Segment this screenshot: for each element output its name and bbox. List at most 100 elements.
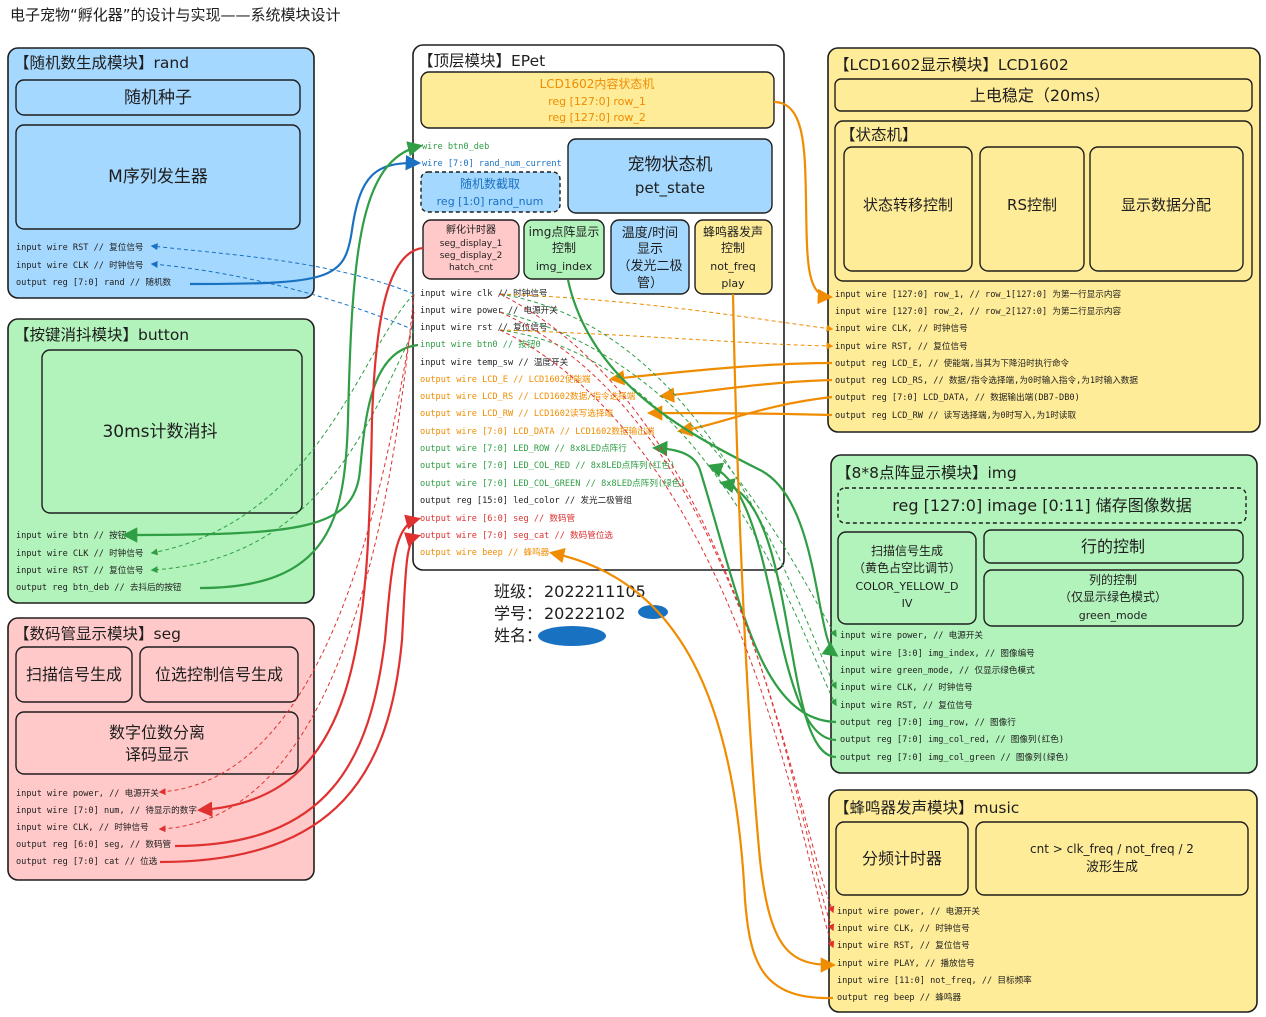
epet-port: input wire btn0 // 按钮0 bbox=[420, 338, 541, 350]
img-port: input wire [3:0] img_index, // 图像编号 bbox=[840, 647, 1035, 659]
epet-port: input wire rst // 复位信号 bbox=[420, 321, 548, 333]
epet-port: input wire temp_sw // 温度开关 bbox=[420, 356, 569, 368]
connector-lcd-rows bbox=[773, 100, 834, 305]
lcd-port: output reg LCD_RW // 读写选择端,为0时写入,为1时读取 bbox=[835, 409, 1076, 421]
col-control-box: 列的控制 bbox=[1089, 572, 1137, 587]
button-port: input wire CLK // 时钟信号 bbox=[16, 547, 144, 559]
img-port: input wire green_mode, // 仅显示绿色模式 bbox=[840, 664, 1035, 676]
seg-module: 【数码管显示模块】seg 扫描信号生成 位选控制信号生成 数字位数分离 译码显示… bbox=[7, 617, 315, 881]
fsm-title: 【状态机】 bbox=[840, 126, 918, 144]
img-port: output reg [7:0] img_row, // 图像行 bbox=[840, 716, 1016, 728]
wave-gen-box: cnt > clk_freq / not_freq / 2 bbox=[1030, 842, 1194, 856]
connector-buzzer-play bbox=[731, 293, 837, 973]
buzzer-control-box: not_freq bbox=[710, 260, 755, 273]
data-dispatch-box: 显示数据分配 bbox=[1121, 196, 1211, 214]
rand-port: input wire RST // 复位信号 bbox=[16, 241, 144, 253]
img-title: 【8*8点阵显示模块】img bbox=[836, 464, 1017, 482]
img-control-box: img_index bbox=[536, 260, 593, 273]
col-control-box: green_mode bbox=[1079, 609, 1148, 622]
temp-display-box: 显示 bbox=[637, 242, 663, 257]
music-port: input wire RST, // 复位信号 bbox=[837, 939, 970, 951]
seg-port: input wire power, // 电源开关 bbox=[16, 787, 159, 799]
connector-dashed bbox=[150, 329, 415, 574]
epet-title: 【顶层模块】EPet bbox=[418, 52, 545, 70]
lcd-state-machine-box: reg [127:0] row_1 bbox=[548, 95, 646, 108]
seg-port: output reg [7:0] cat // 位选 bbox=[16, 855, 158, 867]
hatch-timer-box: hatch_cnt bbox=[449, 263, 494, 273]
rand-title: 【随机数生成模块】rand bbox=[14, 54, 189, 72]
lcd-port: output reg LCD_E, // 使能端,当其为下降沿时执行命令 bbox=[835, 357, 1070, 369]
connector-dashed bbox=[150, 261, 415, 331]
lcd-title: 【LCD1602显示模块】LCD1602 bbox=[834, 56, 1069, 74]
epet-port: output wire [7:0] LED_COL_RED // 8x8LED点… bbox=[420, 459, 675, 471]
rand-port: input wire CLK // 时钟信号 bbox=[16, 259, 144, 271]
img-port: input wire power, // 电源开关 bbox=[840, 629, 983, 641]
epet-port: output wire LCD_E // LCD1602使能端 bbox=[420, 373, 591, 385]
connector-dashed bbox=[499, 311, 835, 914]
temp-display-box: （发光二极 bbox=[617, 258, 682, 274]
epet-port: input wire power // 电源开关 bbox=[420, 304, 558, 316]
lcd1602-module: 【LCD1602显示模块】LCD1602 上电稳定（20ms） 【状态机】 状态… bbox=[827, 47, 1261, 433]
button-title: 【按键消抖模块】button bbox=[14, 326, 189, 344]
music-port: input wire power, // 电源开关 bbox=[837, 905, 980, 917]
connector-dashed bbox=[499, 329, 834, 350]
seg-port: input wire [7:0] num, // 待显示的数字 bbox=[16, 804, 197, 816]
debounce-box: 30ms计数消抖 bbox=[102, 422, 217, 442]
connector-lcd-rw bbox=[646, 405, 833, 421]
connector-lcd-e bbox=[608, 361, 833, 386]
epet-port: input wire clk // 时钟信号 bbox=[420, 287, 548, 299]
hatch-timer-box: 孵化计时器 bbox=[446, 223, 496, 236]
connector-dashed bbox=[499, 293, 834, 332]
lcd-port: input wire CLK, // 时钟信号 bbox=[835, 322, 968, 334]
id-label: 学号： bbox=[494, 604, 542, 623]
pet-state-box: 宠物状态机 bbox=[628, 155, 713, 175]
img-scan-box: 扫描信号生成 bbox=[871, 544, 943, 558]
epet-wire: wire btn0_deb bbox=[422, 142, 489, 152]
temp-display-box: 温度/时间 bbox=[622, 225, 678, 241]
class-value: 2022211105 bbox=[544, 582, 646, 601]
connector-img-col-green bbox=[718, 478, 837, 759]
img-port: input wire RST, // 复位信号 bbox=[840, 699, 973, 711]
divider-box: 分频计时器 bbox=[862, 849, 942, 868]
connector-dashed bbox=[499, 329, 837, 707]
music-port: input wire PLAY, // 播放信号 bbox=[837, 957, 975, 969]
music-port: output reg beep // 蜂鸣器 bbox=[837, 991, 961, 1003]
epet-port: output wire LCD_RW // LCD1602读写选择端 bbox=[420, 407, 613, 419]
connectors bbox=[121, 100, 839, 1000]
epet-port: output wire [6:0] seg // 数码管 bbox=[420, 512, 576, 524]
epet-port: output reg [15:0] led_color // 发光二极管组 bbox=[420, 494, 632, 506]
music-port: input wire CLK, // 时钟信号 bbox=[837, 922, 970, 934]
lcd-state-machine-box: reg [127:0] row_2 bbox=[548, 111, 646, 124]
music-port: input wire [11:0] not_freq, // 目标频率 bbox=[837, 974, 1032, 986]
buzzer-control-box: play bbox=[721, 277, 745, 290]
lcd-port: output reg [7:0] LCD_DATA, // 数据输出端(DB7-… bbox=[835, 391, 1080, 403]
buzzer-control-box: 蜂鸣器发声 bbox=[703, 224, 763, 239]
seg-decode-box: 数字位数分离 bbox=[109, 723, 205, 742]
page-title: 电子宠物“孵化器”的设计与实现——系统模块设计 bbox=[10, 6, 341, 24]
rand-cut-box: reg [1:0] rand_num bbox=[437, 195, 544, 208]
fsm-transition-box: 状态转移控制 bbox=[863, 196, 953, 214]
power-on-box: 上电稳定（20ms） bbox=[970, 86, 1110, 105]
epet-port: output wire [7:0] LED_COL_GREEN // 8x8LE… bbox=[420, 477, 685, 489]
hatch-timer-box: seg_display_1 bbox=[440, 239, 503, 249]
lcd-port: input wire RST, // 复位信号 bbox=[835, 340, 968, 352]
connector-seg-out bbox=[174, 514, 421, 848]
connector-dashed bbox=[499, 293, 837, 690]
connector-beep bbox=[548, 548, 834, 1000]
connector-dashed bbox=[150, 293, 415, 556]
image-storage-box: reg [127:0] image [0:11] 储存图像数据 bbox=[892, 496, 1191, 515]
class-label: 班级： bbox=[494, 582, 542, 601]
id-value: 20222102 bbox=[544, 604, 625, 623]
lcd-state-machine-box: LCD1602内容状态机 bbox=[540, 76, 655, 91]
epet-port: output wire [7:0] seg_cat // 数码管位选 bbox=[420, 529, 613, 541]
img-module: 【8*8点阵显示模块】img reg [127:0] image [0:11] … bbox=[830, 454, 1258, 774]
button-port: input wire btn // 按钮 bbox=[16, 529, 127, 541]
epet-port: output wire [7:0] LCD_DATA // LCD1602数据输… bbox=[420, 425, 655, 437]
img-scan-box: IV bbox=[902, 597, 913, 610]
connector-rand-output bbox=[189, 155, 422, 286]
student-info: 班级： 2022211105 学号： 20222102 姓名： bbox=[494, 582, 668, 646]
music-title: 【蜂鸣器发声模块】music bbox=[834, 799, 1019, 817]
col-control-box: （仅显示绿色模式） bbox=[1059, 589, 1167, 604]
connector-cat-out bbox=[159, 532, 421, 864]
